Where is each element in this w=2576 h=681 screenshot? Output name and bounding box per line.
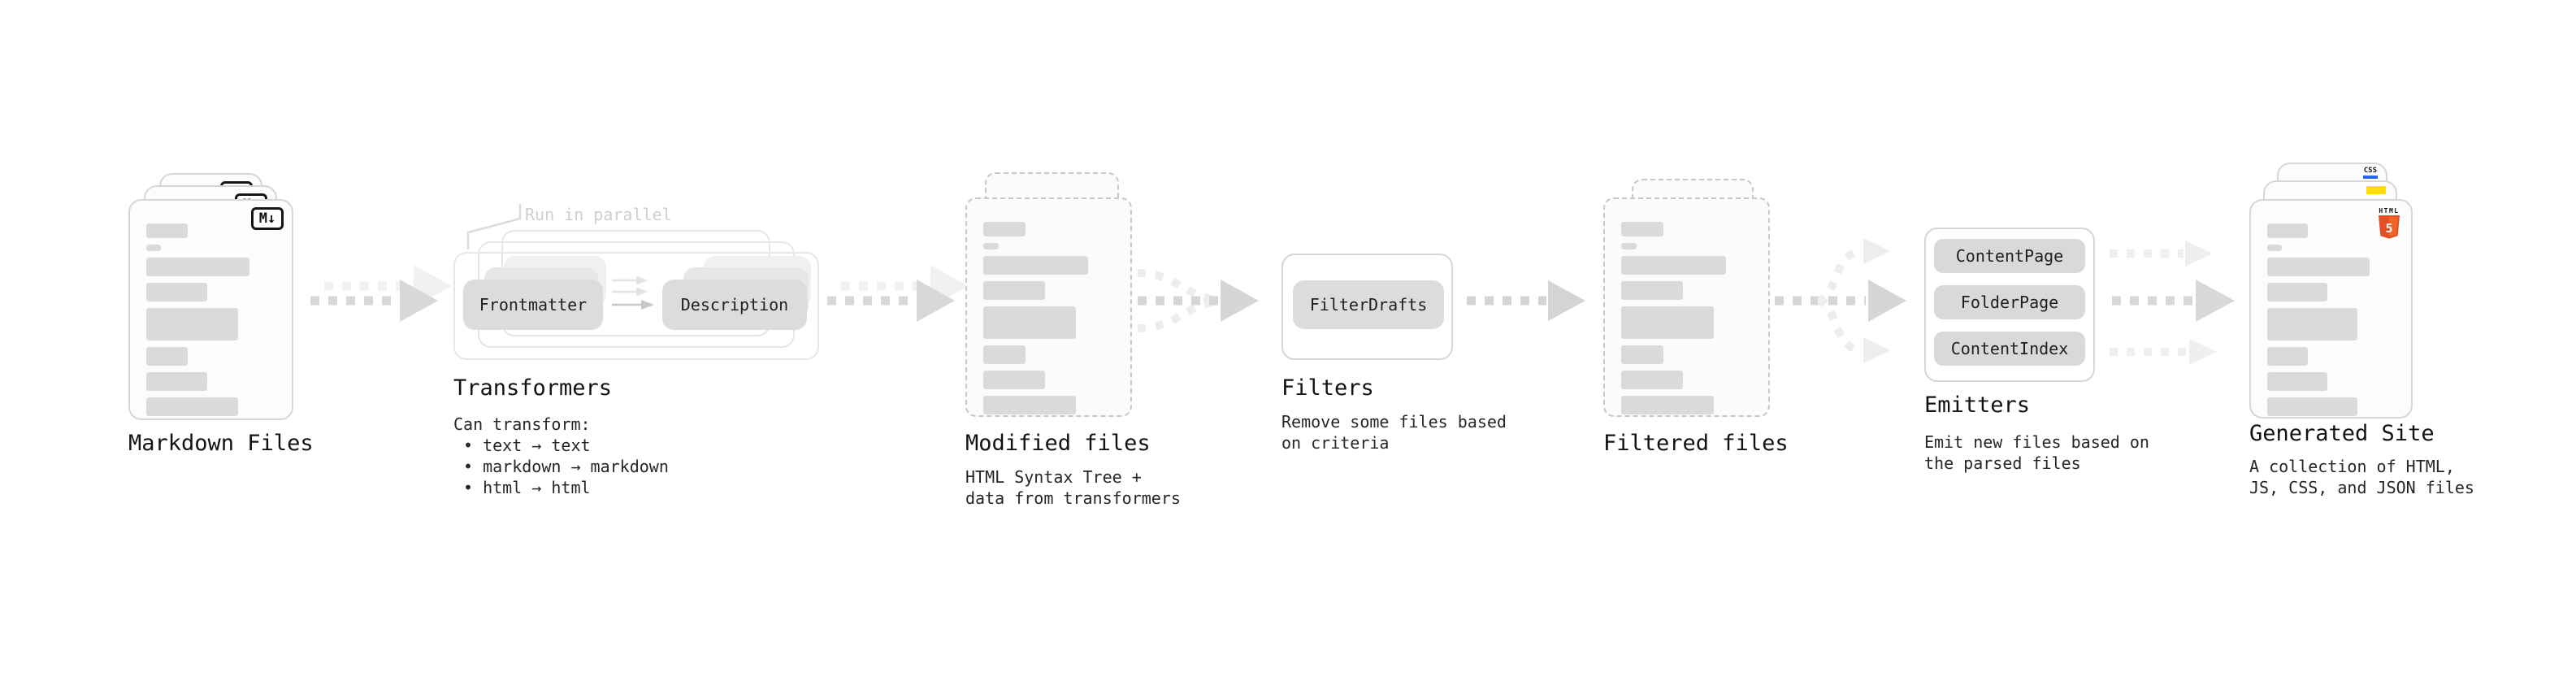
markdown-icon: M↓ (251, 207, 284, 230)
html5-icon: HTML 5 (2377, 207, 2401, 242)
html5-shield: 5 (2379, 215, 2400, 239)
html5-word: HTML (2379, 207, 2400, 215)
generated-site-caption: A collection of HTML, JS, CSS, and JSON … (2249, 456, 2474, 498)
caption-bullet: • html → html (463, 478, 591, 497)
frontmatter-pill: Frontmatter (463, 280, 603, 330)
doc-content-bars (1621, 222, 1752, 421)
stage-title-emitters: Emitters (1924, 393, 2031, 418)
flow-arrow-merge-to-filters (1137, 269, 1259, 332)
transformers-caption: Can transform: • text → text • markdown … (453, 414, 669, 498)
filters-caption: Remove some files based on criteria (1281, 411, 1507, 453)
markdown-file-card: M↓ (128, 199, 293, 420)
contentpage-pill: ContentPage (1934, 239, 2085, 273)
caption-line: A collection of HTML, (2249, 457, 2455, 476)
caption-line: Remove some files based (1281, 412, 1507, 432)
caption-bullet: • markdown → markdown (463, 457, 669, 476)
modified-file-card (965, 197, 1132, 417)
stage-title-filters: Filters (1281, 375, 1374, 401)
flow-arrow-fanout-to-emitters (1775, 238, 1906, 363)
flow-arrow-markdown-to-transformers (310, 265, 452, 322)
stage-title-transformers: Transformers (453, 375, 613, 401)
caption-line: on criteria (1281, 433, 1390, 453)
css-icon: CSS (2362, 167, 2378, 179)
caption-line: HTML Syntax Tree + (965, 467, 1142, 487)
caption-line: the parsed files (1924, 453, 2081, 473)
doc-content-bars (983, 222, 1114, 421)
modified-files-caption: HTML Syntax Tree + data from transformer… (965, 466, 1181, 509)
doc-content-bars (2267, 223, 2395, 423)
flow-arrow-transformers-to-modified (827, 265, 969, 322)
folderpage-pill: FolderPage (1934, 285, 2085, 319)
parallel-transform-arrows (612, 275, 654, 310)
description-pill: Description (662, 280, 807, 330)
stage-title-modified-files: Modified files (965, 431, 1151, 456)
annotation-leader-line (466, 204, 522, 249)
filtered-file-card (1603, 197, 1770, 417)
caption-line: Can transform: (453, 414, 591, 434)
js-icon (2366, 186, 2386, 194)
flow-arrow-filters-to-filtered (1467, 280, 1585, 321)
doc-content-bars (146, 223, 275, 423)
transformer-layer-front (453, 252, 819, 360)
caption-line: Emit new files based on (1924, 432, 2149, 452)
caption-bullet: • text → text (463, 436, 591, 455)
emitters-caption: Emit new files based on the parsed files (1924, 432, 2149, 474)
filterdrafts-pill: FilterDrafts (1293, 280, 1444, 329)
caption-line: JS, CSS, and JSON files (2249, 478, 2474, 497)
flow-arrows-emitters-to-site (2110, 241, 2235, 365)
site-file-card: HTML 5 (2249, 199, 2413, 419)
contentindex-pill: ContentIndex (1934, 332, 2085, 366)
stage-title-generated-site: Generated Site (2249, 421, 2435, 446)
stage-title-markdown-files: Markdown Files (128, 431, 314, 456)
caption-line: data from transformers (965, 488, 1181, 508)
run-in-parallel-note: Run in parallel (525, 205, 672, 224)
svg-text:5: 5 (2385, 221, 2392, 236)
stage-title-filtered-files: Filtered files (1603, 431, 1789, 456)
